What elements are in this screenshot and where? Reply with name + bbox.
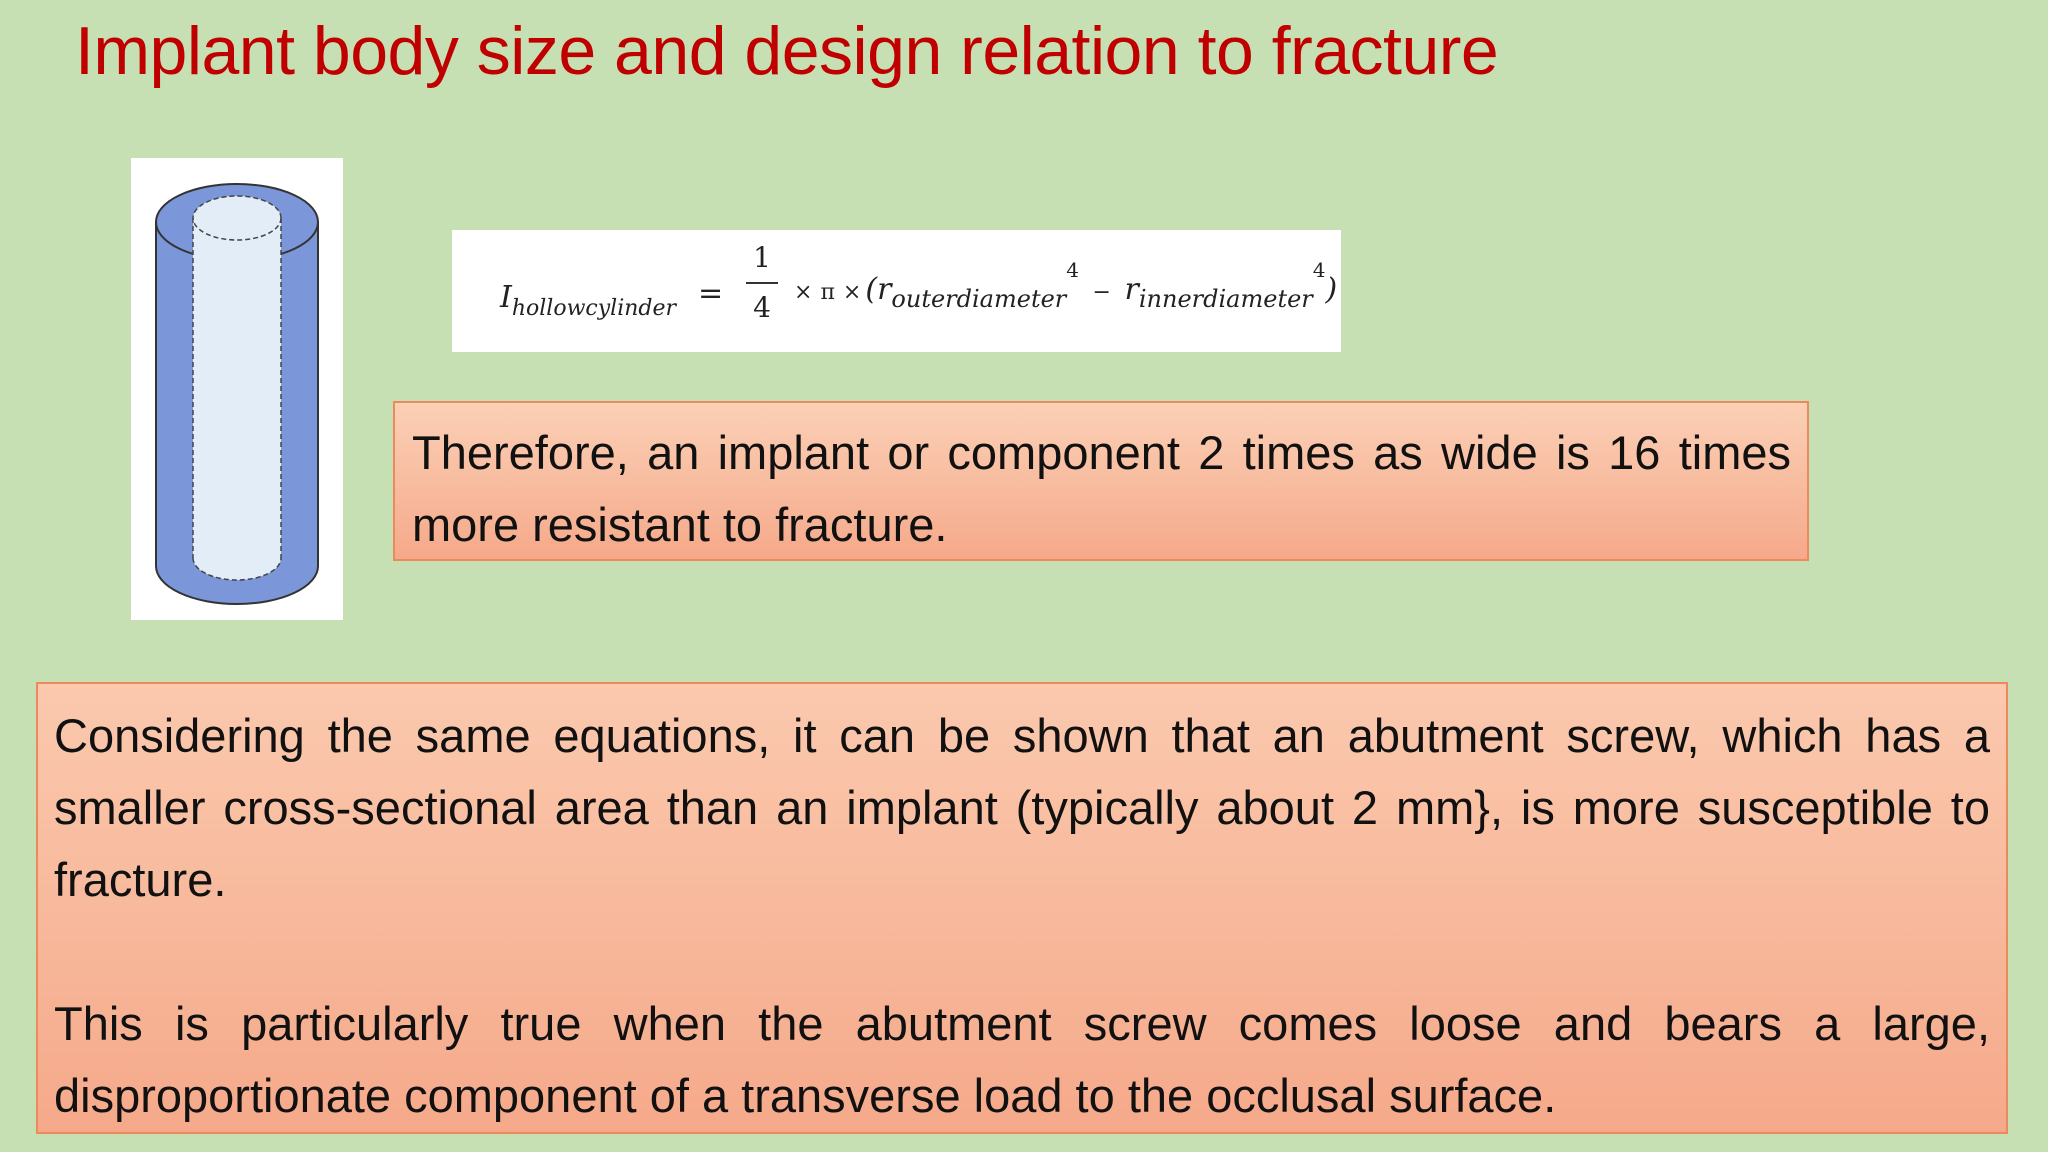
fraction-bar — [746, 282, 778, 284]
formula-denominator: 4 — [753, 291, 771, 324]
formula-pi: π — [820, 280, 835, 305]
formula-numerator: 1 — [753, 241, 771, 274]
formula-minus: − — [1092, 280, 1111, 305]
formula-fraction: 1 4 — [742, 236, 782, 330]
abutment-paragraph-1: Considering the same equations, it can b… — [54, 709, 1990, 906]
formula-r1: r — [877, 272, 892, 307]
formula-exponent-2: 4 — [1312, 258, 1326, 282]
abutment-screw-callout: Considering the same equations, it can b… — [36, 682, 2008, 1134]
hollow-cylinder-figure — [131, 158, 343, 620]
formula-lhs: Ihollowcylinder — [500, 280, 676, 321]
formula-r2-subscript: innerdiameter — [1138, 285, 1313, 313]
formula-exponent-1: 4 — [1066, 258, 1079, 282]
formula-r2: r — [1124, 272, 1139, 307]
formula-close-paren: ) — [1325, 272, 1338, 307]
formula-open-paren: ( — [865, 272, 878, 307]
abutment-paragraph-2: This is particularly true when the abutm… — [54, 997, 1990, 1122]
formula-equals: = — [698, 276, 724, 311]
resistance-callout-text: Therefore, an implant or component 2 tim… — [412, 426, 1791, 551]
moment-of-inertia-formula: Ihollowcylinder = 1 4 ×π×(routerdiameter… — [452, 230, 1341, 352]
hollow-cylinder-diagram-icon — [155, 183, 319, 605]
formula-r1-subscript: outerdiameter — [891, 285, 1067, 313]
formula-times-1: × — [794, 280, 813, 305]
resistance-callout: Therefore, an implant or component 2 tim… — [393, 401, 1809, 561]
formula-times-2: × — [842, 280, 862, 305]
formula-rhs: ×π×(routerdiameter4 − rinnerdiameter4) — [790, 258, 1338, 313]
formula-lhs-symbol: I — [500, 280, 512, 315]
slide-title: Implant body size and design relation to… — [75, 13, 1499, 89]
formula-lhs-subscript: hollowcylinder — [511, 296, 677, 321]
